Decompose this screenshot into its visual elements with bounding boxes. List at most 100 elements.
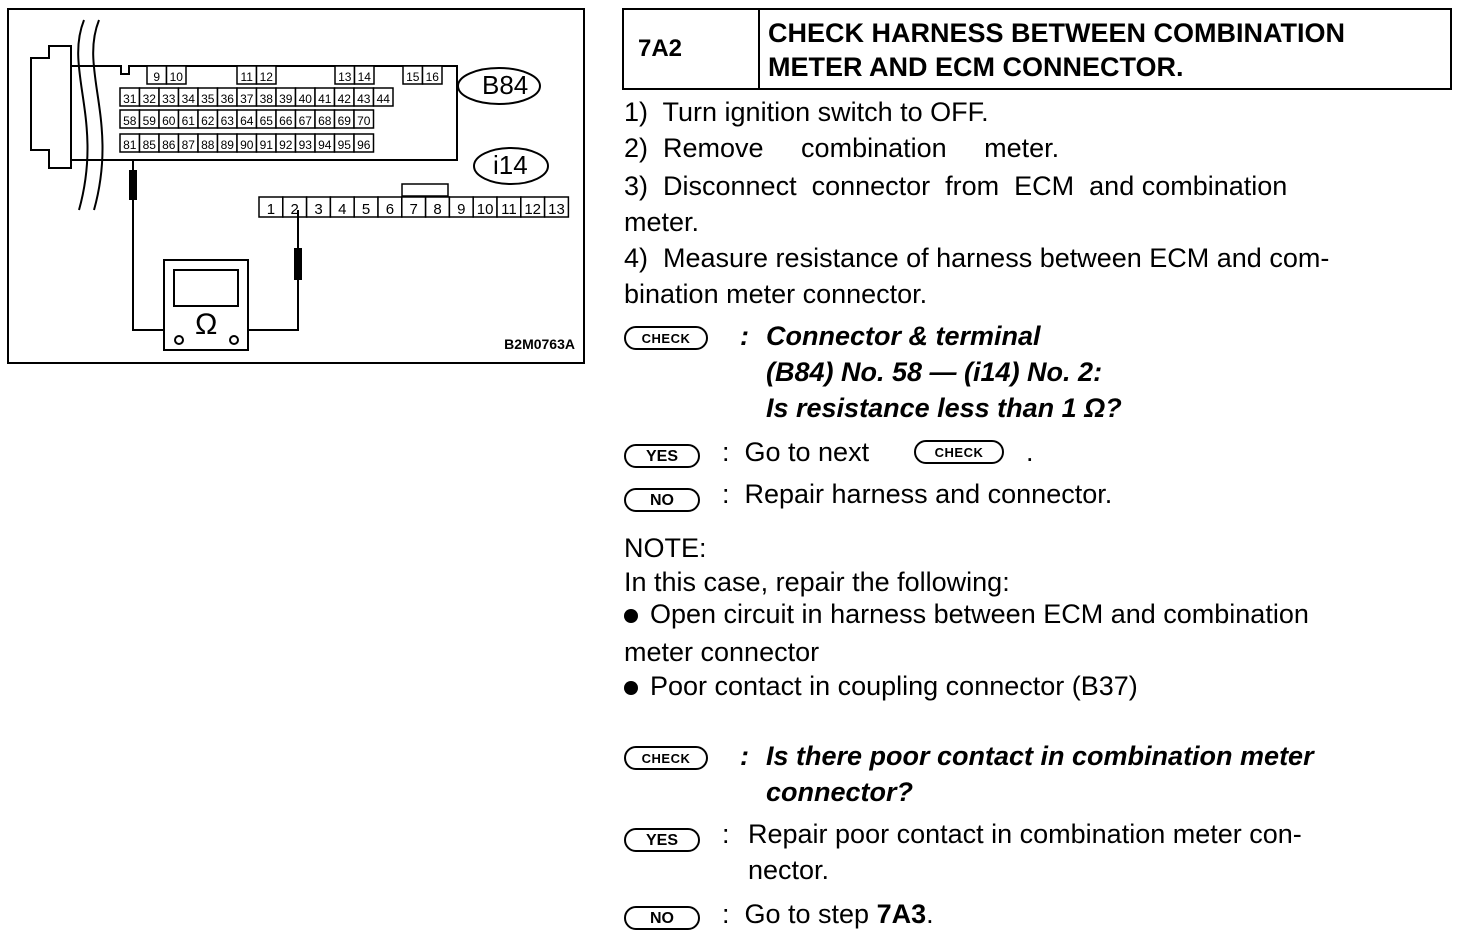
b84-pin-number: 94 (318, 138, 332, 152)
b84-pin-number: 90 (240, 138, 254, 152)
b84-label: B84 (482, 70, 529, 100)
check1-line2: (B84) No. 58 — (i14) No. 2: (766, 357, 1103, 387)
b84-pin-number: 39 (279, 92, 293, 106)
note-label: NOTE: (624, 533, 707, 563)
b84-pin-number: 69 (338, 114, 352, 128)
b84-pin-number: 95 (338, 138, 352, 152)
check1-line3: Is resistance less than 1 Ω? (766, 393, 1122, 423)
b84-pin-number: 92 (279, 138, 293, 152)
i14-pin-number: 12 (524, 201, 541, 218)
no-badge: NO (624, 488, 700, 512)
instruction-3: 3) Disconnect connector from ECM and com… (624, 171, 1288, 201)
b84-pin-number: 87 (182, 138, 196, 152)
note-intro: In this case, repair the following: (624, 567, 1010, 597)
b84-pin-number: 70 (357, 114, 371, 128)
b84-pin-number: 58 (123, 114, 137, 128)
i14-pin-number: 6 (386, 201, 394, 218)
b84-pin-number: 42 (338, 92, 352, 106)
b84-pin-number: 35 (201, 92, 215, 106)
b84-pin-number: 85 (143, 138, 157, 152)
b84-pin-number: 37 (240, 92, 254, 106)
no2-text: : Go to step 7A3. (722, 896, 934, 932)
omega-symbol: Ω (195, 308, 218, 341)
step-title-line1: CHECK HARNESS BETWEEN COMBINATION (768, 18, 1346, 48)
b84-pin-number: 31 (123, 92, 137, 106)
instruction-4-cont: bination meter connector. (624, 279, 928, 309)
i14-pin-number: 13 (548, 201, 565, 218)
yes1-text: : Go to next (722, 437, 870, 467)
i14-pin-number: 4 (338, 201, 346, 218)
b84-pin-number: 61 (182, 114, 196, 128)
yes1-tail: . (1026, 437, 1034, 467)
b84-pin-number: 81 (123, 138, 137, 152)
step-header: 7A2 CHECK HARNESS BETWEEN COMBINATION ME… (622, 8, 1452, 90)
b84-pin-number: 60 (162, 114, 176, 128)
bullet-dot (624, 680, 638, 695)
b84-pin-cell (353, 109, 375, 129)
check-badge-2: CHECK (624, 746, 708, 770)
i14-label: i14 (493, 150, 528, 180)
figure-id: B2M0763A (504, 336, 575, 352)
i14-pin-number: 11 (501, 201, 517, 218)
b84-pin-number: 9 (153, 70, 160, 84)
b84-pin-number: 86 (162, 138, 176, 152)
i14-pin-number: 10 (477, 201, 494, 218)
i14-pin-number: 5 (362, 201, 370, 218)
step-title: CHECK HARNESS BETWEEN COMBINATION METER … (760, 10, 1450, 88)
yes-badge-2: YES (624, 828, 700, 852)
b84-pin-cell (353, 133, 375, 153)
step-title-line2: METER AND ECM CONNECTOR. (768, 52, 1184, 82)
b84-pin-cell (255, 65, 277, 85)
instruction-2: 2) Remove combination meter. (624, 133, 1060, 163)
no1-text: : Repair harness and connector. (722, 479, 1113, 509)
i14-label-oval (473, 147, 549, 185)
i14-pin-number: 7 (410, 201, 418, 218)
b84-pin-number: 36 (221, 92, 235, 106)
yes2-line2: nector. (748, 855, 830, 885)
i14-pin-number: 8 (433, 201, 441, 218)
note-bullet-2: Poor contact in coupling connector (B37) (624, 668, 1138, 704)
check2-line1: Is there poor contact in combination met… (766, 741, 1314, 771)
b84-pin-number: 33 (162, 92, 176, 106)
b84-pin-number: 12 (260, 70, 274, 84)
b84-pin-number: 96 (357, 138, 371, 152)
inline-check-badge: CHECK (914, 440, 1004, 464)
step-number: 7A2 (624, 10, 760, 88)
check2-colon: : (740, 741, 749, 771)
b84-pin-number: 68 (318, 114, 332, 128)
b84-pin-cell (165, 65, 187, 85)
check1-line1: Connector & terminal (766, 321, 1041, 351)
b84-pin-number: 91 (260, 138, 274, 152)
instruction-3-cont: meter. (624, 207, 700, 237)
i14-pin-number: 1 (267, 201, 275, 218)
check-badge: CHECK (624, 326, 708, 350)
b84-pin-number: 15 (406, 70, 420, 84)
b84-pin-cell (421, 65, 443, 85)
yes-badge: YES (624, 444, 700, 468)
b84-pin-number: 13 (338, 70, 352, 84)
bullet-dot (624, 608, 638, 623)
yes2-line1: Repair poor contact in combination meter… (748, 819, 1302, 849)
ecm-connector-housing (30, 45, 72, 169)
b84-pin-cell (353, 65, 375, 85)
instruction-1: 1) Turn ignition switch to OFF. (624, 97, 989, 127)
b84-pin-number: 11 (241, 70, 254, 84)
b84-pin-number: 59 (143, 114, 157, 128)
b84-pin-number: 93 (299, 138, 313, 152)
b84-pin-number: 62 (201, 114, 215, 128)
no2-label: : Go to step (722, 899, 870, 929)
instruction-4: 4) Measure resistance of harness between… (624, 243, 1330, 273)
b84-pin-number: 88 (201, 138, 215, 152)
b84-pin-number: 67 (299, 114, 313, 128)
yes2-colon: : (722, 819, 730, 849)
no2-step-link: 7A3 (876, 899, 927, 929)
b84-pin-number: 16 (426, 70, 440, 84)
b84-pin-number: 14 (358, 70, 372, 84)
b84-pin-number: 64 (240, 114, 254, 128)
b84-pin-number: 89 (221, 138, 235, 152)
check2-line2: connector? (766, 777, 914, 807)
note-bullet-2-text: Poor contact in coupling connector (B37) (650, 671, 1138, 701)
